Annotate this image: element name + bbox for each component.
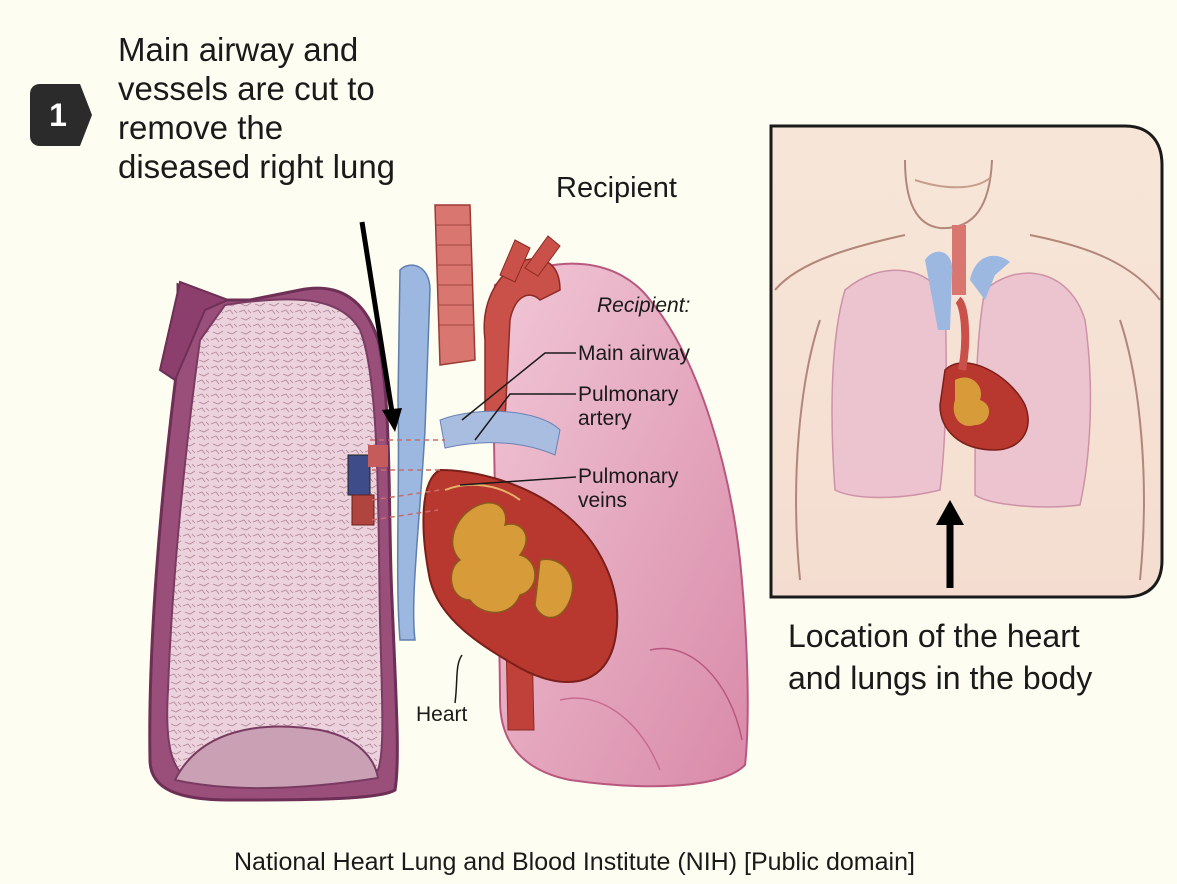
label-line: Pulmonary bbox=[578, 465, 678, 489]
label-pulmonary-artery: Pulmonary artery bbox=[578, 383, 678, 431]
caption-line: Location of the heart bbox=[788, 615, 1092, 657]
recipient-subtitle: Recipient: bbox=[597, 294, 690, 318]
step-number: 1 bbox=[30, 84, 86, 146]
inset-caption: Location of the heart and lungs in the b… bbox=[788, 615, 1092, 699]
step-description: Main airway and vessels are cut to remov… bbox=[118, 30, 395, 186]
label-line: veins bbox=[578, 489, 678, 513]
body-inset bbox=[771, 126, 1162, 597]
label-main-airway: Main airway bbox=[578, 342, 690, 366]
label-pulmonary-veins: Pulmonary veins bbox=[578, 465, 678, 513]
step-line: remove the bbox=[118, 108, 395, 147]
step-line: vessels are cut to bbox=[118, 69, 395, 108]
label-heart: Heart bbox=[416, 703, 467, 727]
recipient-title: Recipient bbox=[556, 172, 677, 205]
image-credit: National Heart Lung and Blood Institute … bbox=[234, 848, 915, 877]
step-line: diseased right lung bbox=[118, 147, 395, 186]
caption-line: and lungs in the body bbox=[788, 657, 1092, 699]
label-line: Pulmonary bbox=[578, 383, 678, 407]
label-line: artery bbox=[578, 407, 678, 431]
step-line: Main airway and bbox=[118, 30, 395, 69]
removed-lung bbox=[150, 282, 398, 800]
